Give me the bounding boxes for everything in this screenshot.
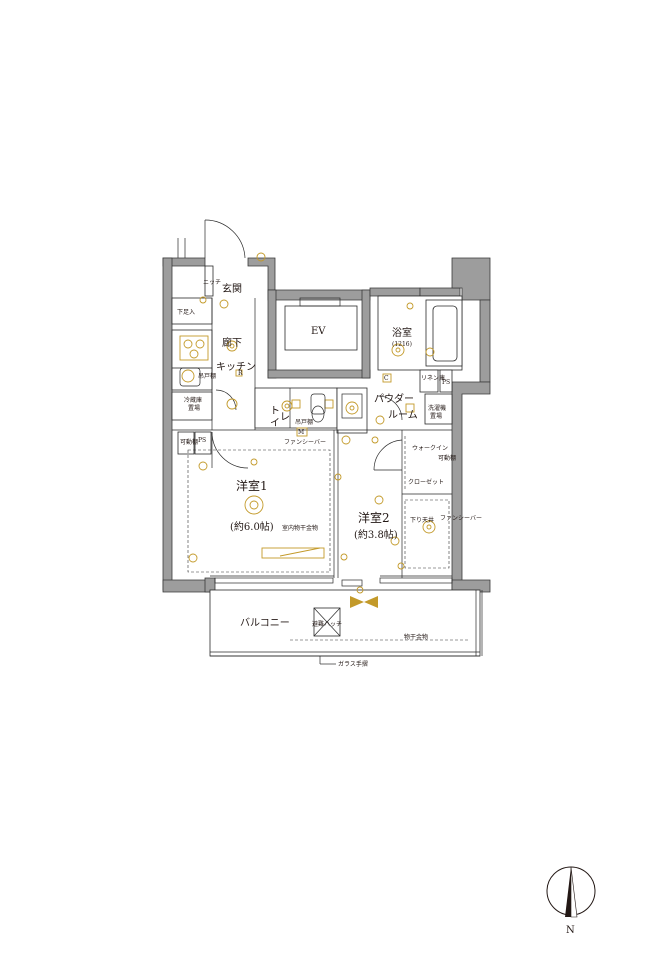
label-c: C: [384, 375, 389, 382]
label-evac-hatch: 避難ハッチ: [312, 620, 342, 628]
room-balcony: バルコニー: [240, 617, 290, 629]
room-western1-size: (約6.0帖): [230, 520, 274, 533]
north-arrow: N: [546, 866, 596, 936]
label-indoor-dryer: 室内物干金物: [282, 524, 318, 532]
electrical-symbols: [188, 252, 436, 608]
label-shoe: 下足入: [177, 309, 195, 316]
label-r: R: [238, 370, 243, 377]
toilet-fixture: [310, 393, 363, 423]
label-movable-shelf: 可動棚: [438, 454, 456, 462]
room-western1: 洋室1: [236, 478, 268, 493]
room-western2: 洋室2: [358, 510, 390, 525]
kitchen-hob: [179, 335, 209, 387]
label-linen: リネン庫: [421, 374, 445, 382]
label-glass-rail: ガラス手摺: [338, 660, 368, 668]
label-ps2: PS: [442, 379, 450, 386]
room-bath-size: (1216): [392, 341, 412, 348]
room-elevator: EV: [311, 326, 326, 337]
room-entrance: 玄関: [222, 282, 242, 295]
room-toilet-b: イ: [270, 418, 280, 429]
windows: [214, 577, 453, 587]
label-dryer-rack: 物干金物: [404, 633, 428, 641]
label-upper-shelf: 吊戸棚: [295, 418, 313, 426]
label-washer2: 置場: [430, 412, 442, 420]
label-niche: ニッチ: [203, 279, 221, 286]
label-fan-bar: ファンシーバー: [284, 439, 326, 446]
room-labels: 玄関 廊下 キッチン EV 浴室 (1216) ト イ レ パウダー ルーム 洋…: [216, 282, 418, 629]
room-powder2: ルーム: [388, 409, 418, 421]
room-bath: 浴室: [392, 326, 412, 339]
room-toilet-a: ト: [270, 406, 280, 417]
elevator: [284, 297, 358, 351]
interior-doors: [211, 389, 403, 471]
entrance-door: [177, 219, 246, 259]
room-western2-size: (約3.8帖): [354, 528, 398, 541]
ceiling-dashes: [187, 436, 450, 573]
label-walkin: ウォークイン: [412, 444, 448, 452]
label-storage: 可動棚: [180, 438, 198, 446]
label-dropped-ceiling: 下り天井: [410, 516, 434, 524]
label-m: M: [298, 429, 304, 436]
small-labels: ニッチ 下足入 冷蔵庫 置場 吊戸棚 可動棚 PS PS リネン庫 洗濯機 置場…: [177, 279, 482, 668]
room-toilet-c: レ: [280, 412, 290, 423]
room-hallway: 廊下: [222, 336, 242, 349]
label-fridge: 冷蔵庫: [184, 396, 202, 404]
label-ps: PS: [198, 437, 206, 444]
room-powder: パウダー: [374, 392, 414, 405]
balcony: [209, 589, 483, 665]
label-walkin2: クローゼット: [408, 478, 444, 486]
label-washer: 洗濯機: [428, 404, 446, 412]
north-label: N: [566, 925, 575, 936]
room-kitchen: キッチン: [216, 361, 256, 373]
label-fridge-shelf: 吊戸棚: [198, 372, 216, 380]
label-fan-bar2: ファンシーバー: [440, 515, 482, 522]
label-fridge2: 置場: [188, 404, 200, 412]
